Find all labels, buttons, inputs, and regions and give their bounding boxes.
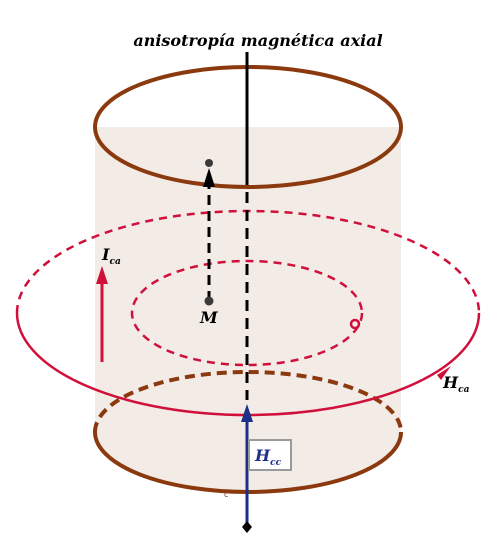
outer-loop-arrowhead [437,366,451,380]
inner-loop-marker [349,318,361,330]
point-m-label: M [199,308,219,327]
point-m-dot [204,296,214,306]
diagram-title: anisotropía magnética axial [133,31,382,50]
m-vector-arrowhead [203,168,215,187]
current-arrowhead [96,266,108,284]
field-cc-label: Hcc [254,446,282,468]
field-ca-label: Hca [442,373,470,395]
current-label: Ica [101,245,121,267]
m-vector-tip-dot [205,159,213,167]
cylinder-bottom-back-rim [93,370,403,433]
small-mark-label: c [224,490,228,499]
inner-field-loop [130,259,364,367]
field-cc-arrowhead [241,404,253,422]
axis-bottom-diamond [242,521,252,533]
field-cc-label-box [248,439,292,471]
